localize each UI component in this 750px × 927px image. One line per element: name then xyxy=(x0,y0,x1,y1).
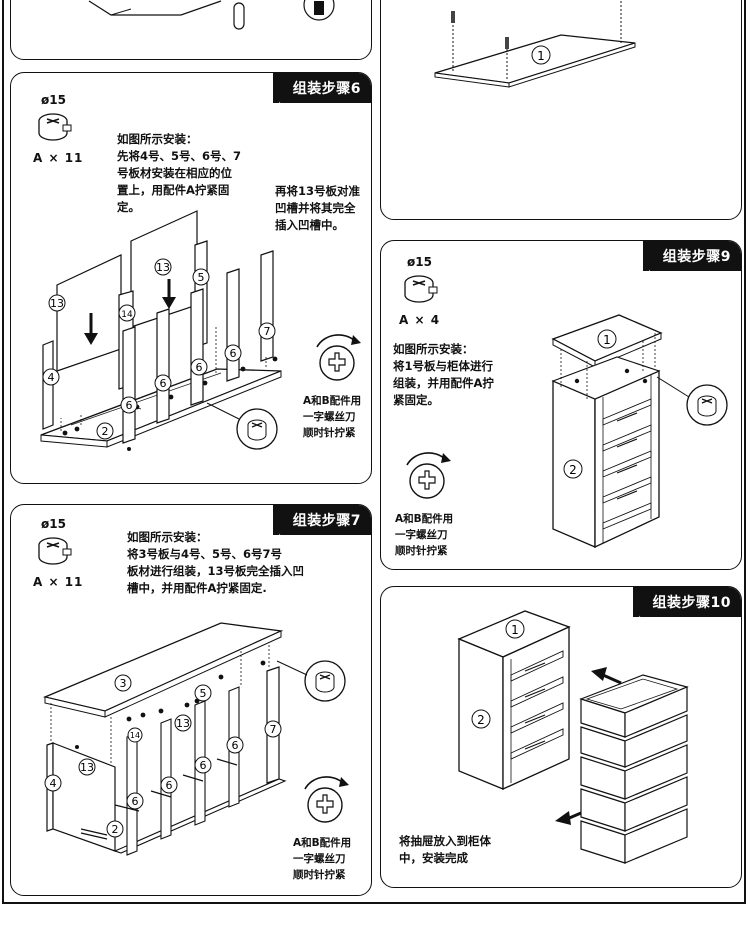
step10-illustration: 1 2 xyxy=(457,610,689,864)
step9-screw-note: A和B配件用 一字螺丝刀 顺时针拧紧 xyxy=(395,513,454,557)
fitting-quantity: A × 11 xyxy=(33,575,84,589)
fitting-size: ø15 xyxy=(407,255,432,269)
step5-panel-partial xyxy=(10,0,372,60)
part-label-14: 14 xyxy=(121,310,133,320)
part-label-6: 6 xyxy=(230,347,237,360)
part-label-4: 4 xyxy=(48,371,55,384)
part-label-1: 1 xyxy=(537,49,545,63)
part-label-2: 2 xyxy=(102,425,109,438)
step7-illustration: 3 13 13 14 5 4 7 6 6 6 6 2 xyxy=(42,622,346,856)
step7-title: 组装步骤7 xyxy=(272,505,371,535)
part-label-13: 13 xyxy=(50,297,64,310)
part-label-1: 1 xyxy=(603,333,611,347)
part-label-13: 13 xyxy=(176,717,190,730)
step10-title: 组装步骤10 xyxy=(632,587,741,617)
part-label-6: 6 xyxy=(232,739,239,752)
part-label-6: 6 xyxy=(200,759,207,772)
step6-screw-note: A和B配件用 一字螺丝刀 顺时针拧紧 xyxy=(303,395,362,439)
step7-panel: 组装步骤7 ø15 A × 11 如图所示安装： 将3号板与4号、5号、6号7号… xyxy=(10,504,372,896)
part-label-13: 13 xyxy=(156,261,170,274)
step8-panel-partial: 1 xyxy=(380,0,742,220)
step6-illustration: 13 13 4 14 5 7 6 6 6 6 2 xyxy=(40,210,282,451)
part-label-6: 6 xyxy=(126,399,133,412)
cam-lock-fitting-icon xyxy=(38,537,72,565)
part-label-6: 6 xyxy=(166,779,173,792)
part-label-7: 7 xyxy=(264,325,271,338)
step10-panel: 组装步骤10 xyxy=(380,586,742,888)
step7-screw-note: A和B配件用 一字螺丝刀 顺时针拧紧 xyxy=(293,837,352,881)
part-label-6: 6 xyxy=(196,361,203,374)
fitting-quantity: A × 11 xyxy=(33,151,84,165)
fitting-size: ø15 xyxy=(41,93,66,107)
step9-illustration: 1 2 xyxy=(551,314,728,549)
step9-title: 组装步骤9 xyxy=(642,241,741,271)
part-label-6: 6 xyxy=(132,795,139,808)
step7-instruction: 如图所示安装： 将3号板与4号、5号、6号7号 板材进行组装，13号板完全插入凹… xyxy=(127,530,305,595)
fitting-size: ø15 xyxy=(41,517,66,531)
step9-instruction: 如图所示安装： 将1号板与柜体进行 组装，并用配件A拧 紧固定。 xyxy=(393,342,494,407)
part-label-13: 13 xyxy=(80,761,94,774)
step10-instruction: 将抽屉放入到柜体 中，安装完成 xyxy=(399,834,491,865)
part-label-2: 2 xyxy=(112,823,119,836)
step6-panel: 组装步骤6 ø15 A × 11 如图所示安装： 先将4号、5号、6号、7 号板… xyxy=(10,72,372,484)
manual-page xyxy=(2,0,746,904)
part-label-2: 2 xyxy=(477,713,485,727)
part-label-6: 6 xyxy=(160,377,167,390)
part-label-2: 2 xyxy=(569,463,577,477)
fitting-quantity: A × 4 xyxy=(399,313,441,327)
step8-illustration: 1 xyxy=(434,1,636,88)
part-label-14: 14 xyxy=(130,731,140,740)
step6-instruction: 如图所示安装： 先将4号、5号、6号、7 号板材安装在相应的位 置上，用配件A拧… xyxy=(117,132,242,214)
part-label-1: 1 xyxy=(511,623,519,637)
part-label-4: 4 xyxy=(50,777,57,790)
part-label-5: 5 xyxy=(198,271,205,284)
screwdriver-clockwise-icon xyxy=(304,776,349,823)
screwdriver-clockwise-icon xyxy=(406,452,451,499)
part-label-3: 3 xyxy=(120,677,127,690)
cam-lock-fitting-icon xyxy=(404,275,438,303)
part-label-5: 5 xyxy=(200,687,207,700)
part-label-7: 7 xyxy=(270,723,277,736)
step6-instruction-2: 再将13号板对准 凹槽并将其完全 插入凹槽中。 xyxy=(275,184,361,232)
cam-lock-fitting-icon xyxy=(38,113,72,141)
step9-panel: 组装步骤9 ø15 A × 4 如图所示安装： 将1号板与柜体进行 组装，并用配… xyxy=(380,240,742,570)
step6-title: 组装步骤6 xyxy=(272,73,371,103)
screwdriver-clockwise-icon xyxy=(316,334,361,381)
step5-illustration xyxy=(88,0,335,30)
